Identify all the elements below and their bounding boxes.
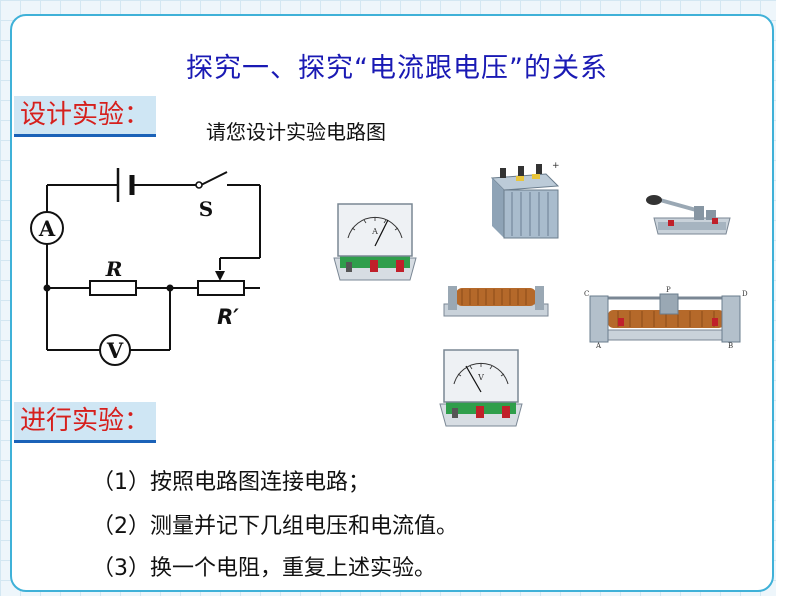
step-2: （2）测量并记下几组电压和电流值。 [92, 514, 458, 539]
right-margin-bar [776, 0, 794, 596]
knife-switch-illustration [646, 195, 731, 235]
rheostat-terminal-d: D [742, 290, 748, 298]
circuit-diagram: A V S R R′ [30, 168, 261, 366]
design-experiment-label: 设计实验： [14, 96, 157, 137]
step-1: （1）按照电路图连接电路； [92, 470, 370, 495]
conduct-experiment-label: 进行实验： [14, 402, 157, 443]
resistor-label: R [105, 257, 123, 281]
rheostat-terminal-c: C [584, 290, 589, 298]
slide-title: 探究一、探究“电流跟电压”的关系 [186, 53, 608, 84]
ammeter-face-letter: A [371, 227, 378, 236]
rheostat-illustration: C P D A B [584, 286, 748, 348]
design-prompt: 请您设计实验电路图 [206, 120, 386, 144]
battery-illustration: + [490, 161, 560, 239]
resistor-coil-illustration [443, 286, 549, 317]
svg-text:+: + [552, 161, 560, 171]
voltmeter-face-letter: V [477, 373, 484, 382]
switch-label: S [199, 197, 213, 221]
rheostat-label: R′ [217, 305, 239, 329]
voltmeter-illustration: V [439, 349, 523, 427]
voltmeter-symbol: V [106, 338, 124, 363]
rheostat-terminal-a: A [595, 342, 602, 348]
rheostat-terminal-b: B [728, 342, 733, 348]
ammeter-illustration: A [333, 203, 417, 281]
ammeter-symbol: A [38, 216, 56, 241]
step-3: （3）换一个电阻，重复上述实验。 [92, 556, 436, 581]
rheostat-terminal-p: P [666, 286, 671, 294]
